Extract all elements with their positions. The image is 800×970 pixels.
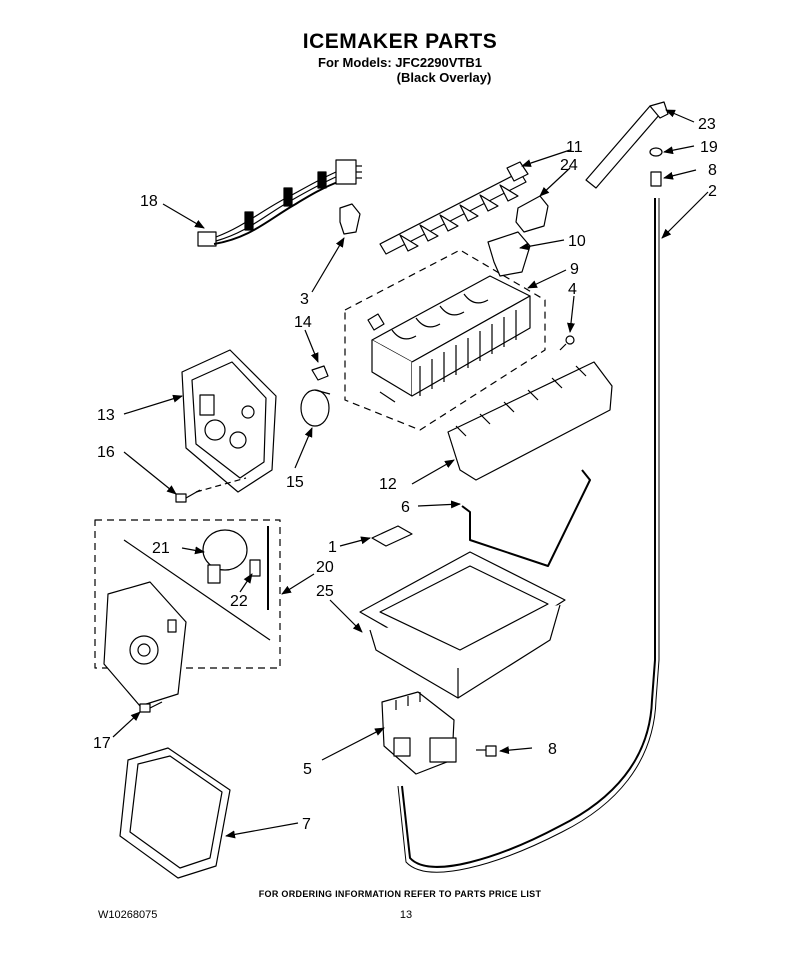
leader-17 xyxy=(112,711,141,738)
wire-harness-part-18 xyxy=(197,159,362,247)
leader-7 xyxy=(225,822,299,839)
callout-3: 3 xyxy=(300,291,309,308)
leader-8-upper xyxy=(663,169,697,180)
callout-9: 9 xyxy=(570,261,579,278)
thermostat-part-15 xyxy=(300,389,331,427)
ordering-note: FOR ORDERING INFORMATION REFER TO PARTS … xyxy=(258,889,542,899)
callout-10: 10 xyxy=(568,233,586,250)
callout-18: 18 xyxy=(140,193,158,210)
callout-7: 7 xyxy=(302,816,311,833)
leader-11 xyxy=(521,149,571,167)
page-title: ICEMAKER PARTS xyxy=(302,30,498,53)
fill-tube-part-23 xyxy=(585,101,669,189)
leader-22 xyxy=(239,573,253,593)
callout-8-lower: 8 xyxy=(548,741,557,758)
leader-8-lower xyxy=(499,746,533,755)
callout-25: 25 xyxy=(316,583,334,600)
cover-part-24 xyxy=(515,195,549,233)
callout-23: 23 xyxy=(698,116,716,133)
leader-18 xyxy=(162,203,205,229)
clamp-part-19 xyxy=(649,147,663,157)
water-tube-part-2 xyxy=(401,198,656,868)
leader-9 xyxy=(527,269,567,289)
screw-part-8-lower xyxy=(476,745,497,757)
callout-20: 20 xyxy=(316,559,334,576)
screw-part-17 xyxy=(139,701,163,713)
clip-part-3 xyxy=(339,203,361,235)
callout-15: 15 xyxy=(286,474,304,491)
document-number: W10268075 xyxy=(98,909,158,921)
callout-12: 12 xyxy=(379,476,397,493)
bin-cover-part-12 xyxy=(447,361,613,481)
leader-20 xyxy=(281,573,315,595)
leader-25 xyxy=(329,599,363,633)
callout-13: 13 xyxy=(97,407,115,424)
callout-11: 11 xyxy=(566,139,583,156)
switch-part-22 xyxy=(249,526,269,610)
water-valve-part-5 xyxy=(381,691,457,775)
callout-14: 14 xyxy=(294,314,312,331)
leader-4 xyxy=(567,295,575,333)
callout-5: 5 xyxy=(303,761,312,778)
callout-16: 16 xyxy=(97,444,115,461)
box-part-7 xyxy=(119,747,231,879)
control-housing-part-13 xyxy=(181,349,277,493)
screw-part-4 xyxy=(559,335,575,351)
callout-4: 4 xyxy=(568,281,577,298)
callout-1: 1 xyxy=(328,539,337,556)
leader-6 xyxy=(417,500,461,509)
page-number: 13 xyxy=(399,909,413,921)
leader-21 xyxy=(181,546,205,555)
control-assembly-dashed-outline xyxy=(94,519,281,669)
clip-part-14 xyxy=(311,365,329,381)
leader-13 xyxy=(123,394,183,415)
leader-2 xyxy=(661,191,709,239)
mounting-plate xyxy=(103,581,187,707)
overlay-line: (Black Overlay) xyxy=(396,70,492,85)
leader-14 xyxy=(304,329,319,363)
leader-5 xyxy=(321,727,385,761)
motor-part-21 xyxy=(202,529,248,584)
callout-19: 19 xyxy=(700,139,718,156)
leader-3 xyxy=(311,237,345,293)
model-line: For Models: JFC2290VTB1 xyxy=(318,55,482,70)
leader-1 xyxy=(339,536,371,547)
leader-10 xyxy=(519,239,565,251)
callout-24: 24 xyxy=(560,157,578,174)
leader-16 xyxy=(123,451,177,495)
callout-17: 17 xyxy=(93,735,111,752)
shutoff-arm-part-6 xyxy=(461,469,591,567)
ice-mold-part-9 xyxy=(367,275,531,403)
coupling-part-8-upper xyxy=(650,171,662,187)
ice-bucket-part-25 xyxy=(359,551,566,699)
callout-22: 22 xyxy=(230,593,248,610)
callout-21: 21 xyxy=(152,540,170,557)
callout-8-upper: 8 xyxy=(708,162,717,179)
shield-part-1 xyxy=(371,525,413,547)
callout-2: 2 xyxy=(708,183,717,200)
ice-mold-dashed-outline xyxy=(344,249,546,431)
leader-12 xyxy=(411,459,455,485)
leader-24 xyxy=(539,167,571,197)
leader-23 xyxy=(665,109,695,123)
leader-15 xyxy=(294,427,313,469)
bracket-part-10 xyxy=(487,231,531,277)
leader-19 xyxy=(663,145,695,155)
callout-6: 6 xyxy=(401,499,410,516)
